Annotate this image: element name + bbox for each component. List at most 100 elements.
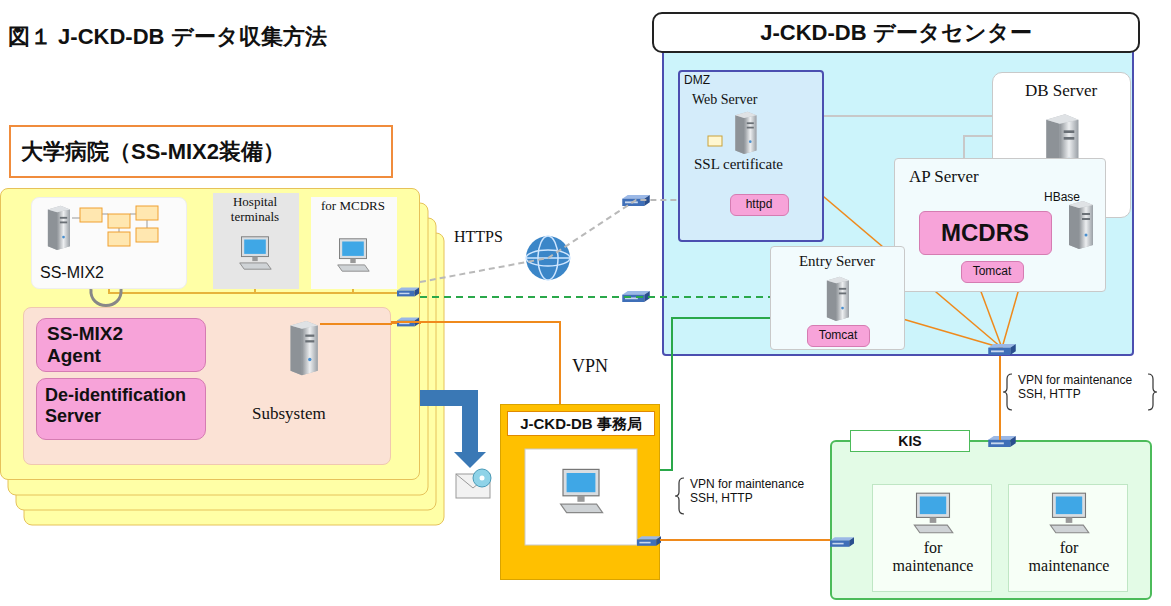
node-label-holder: Tomcat	[808, 329, 868, 343]
ss-mix2-storage-icon	[48, 206, 70, 250]
datacenter-wiring	[814, 116, 994, 158]
maintenance-box: for maintenance	[872, 484, 992, 592]
node-label: HBase	[1032, 191, 1092, 205]
node-label: httpd	[731, 198, 787, 212]
connector-label-holder: VPN for maintenance SSH, HTTP	[688, 478, 814, 506]
node-label: KIS	[850, 430, 970, 452]
node-label: Entry Server	[771, 253, 903, 270]
node-label-holder: HBase	[1032, 191, 1092, 205]
node-label: De-identification Server	[45, 385, 203, 426]
node-label-holder: J-CKD-DB データセンター	[652, 12, 1140, 53]
node-label: Tomcat	[962, 265, 1022, 279]
datacenter-panel: J-CKD-DB データセンター DMZWeb ServerSSL certif…	[662, 44, 1134, 356]
node-label-holder: Entry Server	[771, 253, 903, 270]
module-box: SS-MIX2 Agent	[36, 318, 206, 372]
node-label-holder: AP Server	[909, 167, 979, 187]
connector-line	[420, 200, 678, 282]
transfer-arrow	[420, 390, 486, 468]
office-terminal-icon	[561, 469, 603, 512]
internet-globe	[526, 236, 570, 280]
dmz-zone: DMZ Web ServerSSL certificate httpd	[678, 70, 824, 242]
internet-globe	[526, 250, 570, 266]
hospital-wiring	[397, 318, 419, 327]
subsystem-server-icon	[320, 323, 392, 325]
node-label-holder: httpd	[731, 198, 787, 212]
node-label: SS-MIX2	[40, 264, 104, 282]
node-label-holder: DMZ	[684, 74, 710, 88]
node-label-holder: SSL certificate	[694, 156, 783, 173]
node-label-holder: KIS	[850, 430, 970, 452]
server-box: AP ServerMCDRS Tomcat	[894, 158, 1106, 292]
network-switch	[622, 291, 650, 302]
connector-label: VPN	[570, 356, 610, 377]
bracket	[1003, 374, 1012, 410]
hospital-panel: 大学病院（SS-MIX2装備） SS-MIX2Hospital terminal…	[0, 188, 420, 480]
terminal-icon	[338, 239, 370, 271]
connector-line	[660, 318, 770, 470]
maintenance-terminal-icon	[1050, 493, 1089, 533]
node-label-holder: De-identification Server	[45, 385, 203, 426]
mail-icon	[473, 469, 491, 487]
connector-line	[999, 356, 1001, 440]
maintenance-terminal-icon	[914, 493, 953, 533]
node-label-holder: for MCDRS	[311, 199, 395, 214]
connector-label: VPN for maintenance SSH, HTTP	[1016, 374, 1144, 402]
terminal-icon	[240, 237, 272, 269]
node-label: Tomcat	[808, 329, 868, 343]
mail-icon	[480, 476, 485, 481]
ss-mix2-storage-icon	[136, 206, 158, 220]
hospital-wiring	[397, 288, 419, 297]
connector-label-holder: HTTPS	[452, 228, 505, 246]
connector-line	[391, 322, 560, 404]
node-label: SSL certificate	[694, 156, 783, 173]
node-label-holder: SS-MIX2 Agent	[47, 323, 177, 367]
connector-label: VPN for maintenance SSH, HTTP	[688, 478, 814, 506]
internet-globe	[526, 257, 570, 259]
node-label: AP Server	[909, 167, 979, 187]
network-switch	[622, 195, 650, 302]
node-label-holder: Subsystem	[252, 404, 326, 424]
node-label-holder: for maintenance	[1019, 539, 1119, 576]
datacenter-wiring	[988, 344, 1016, 355]
kis-switch-icon	[830, 537, 854, 547]
tag-box: Tomcat	[961, 261, 1024, 283]
datacenter-wiring	[964, 136, 994, 158]
module-box: De-identification Server	[36, 378, 206, 440]
node-label: for maintenance	[883, 539, 983, 576]
node-label: SS-MIX2 Agent	[47, 323, 177, 367]
connector-label-holder: VPN for maintenance SSH, HTTP	[1016, 374, 1144, 402]
datacenter-wiring	[814, 115, 994, 117]
maintenance-box: for maintenance	[1008, 484, 1128, 592]
bracket	[1148, 374, 1157, 410]
node-label-holder: DB Server	[993, 81, 1129, 101]
node-label: DB Server	[993, 81, 1129, 101]
node-label: J-CKD-DB 事務局	[507, 411, 655, 436]
terminal-box: for MCDRS	[311, 197, 397, 289]
node-label: Subsystem	[252, 404, 326, 424]
tag-box: Tomcat	[807, 325, 870, 347]
figure-title: 図１ J-CKD-DB データ収集方法	[8, 24, 327, 49]
node-label: J-CKD-DB データセンター	[652, 12, 1140, 53]
office-box: J-CKD-DB 事務局	[500, 404, 660, 580]
system-box: SS-MIX2	[31, 197, 187, 289]
connector-label: HTTPS	[452, 228, 505, 246]
connector-label-holder: VPN	[570, 356, 610, 377]
kis-switch-icon	[988, 436, 1016, 447]
web-server-icon	[708, 136, 722, 146]
node-label-holder: MCDRS	[920, 219, 1050, 247]
ap-server-icon	[1069, 201, 1093, 249]
connector-line	[420, 296, 770, 298]
node-label-holder: 大学病院（SS-MIX2装備）	[9, 125, 393, 178]
node-label-holder: Web Server	[692, 92, 757, 108]
hospital-wiring	[91, 289, 121, 306]
node-label: 大学病院（SS-MIX2装備）	[9, 125, 393, 178]
ss-mix2-storage-icon	[80, 206, 158, 246]
mail-icon	[456, 469, 491, 498]
terminal-box: Hospital terminals	[213, 193, 299, 289]
office-terminal-icon	[525, 449, 637, 545]
application-box: MCDRS	[919, 211, 1052, 255]
web-server-icon	[735, 112, 756, 154]
node-label: DMZ	[684, 74, 710, 88]
